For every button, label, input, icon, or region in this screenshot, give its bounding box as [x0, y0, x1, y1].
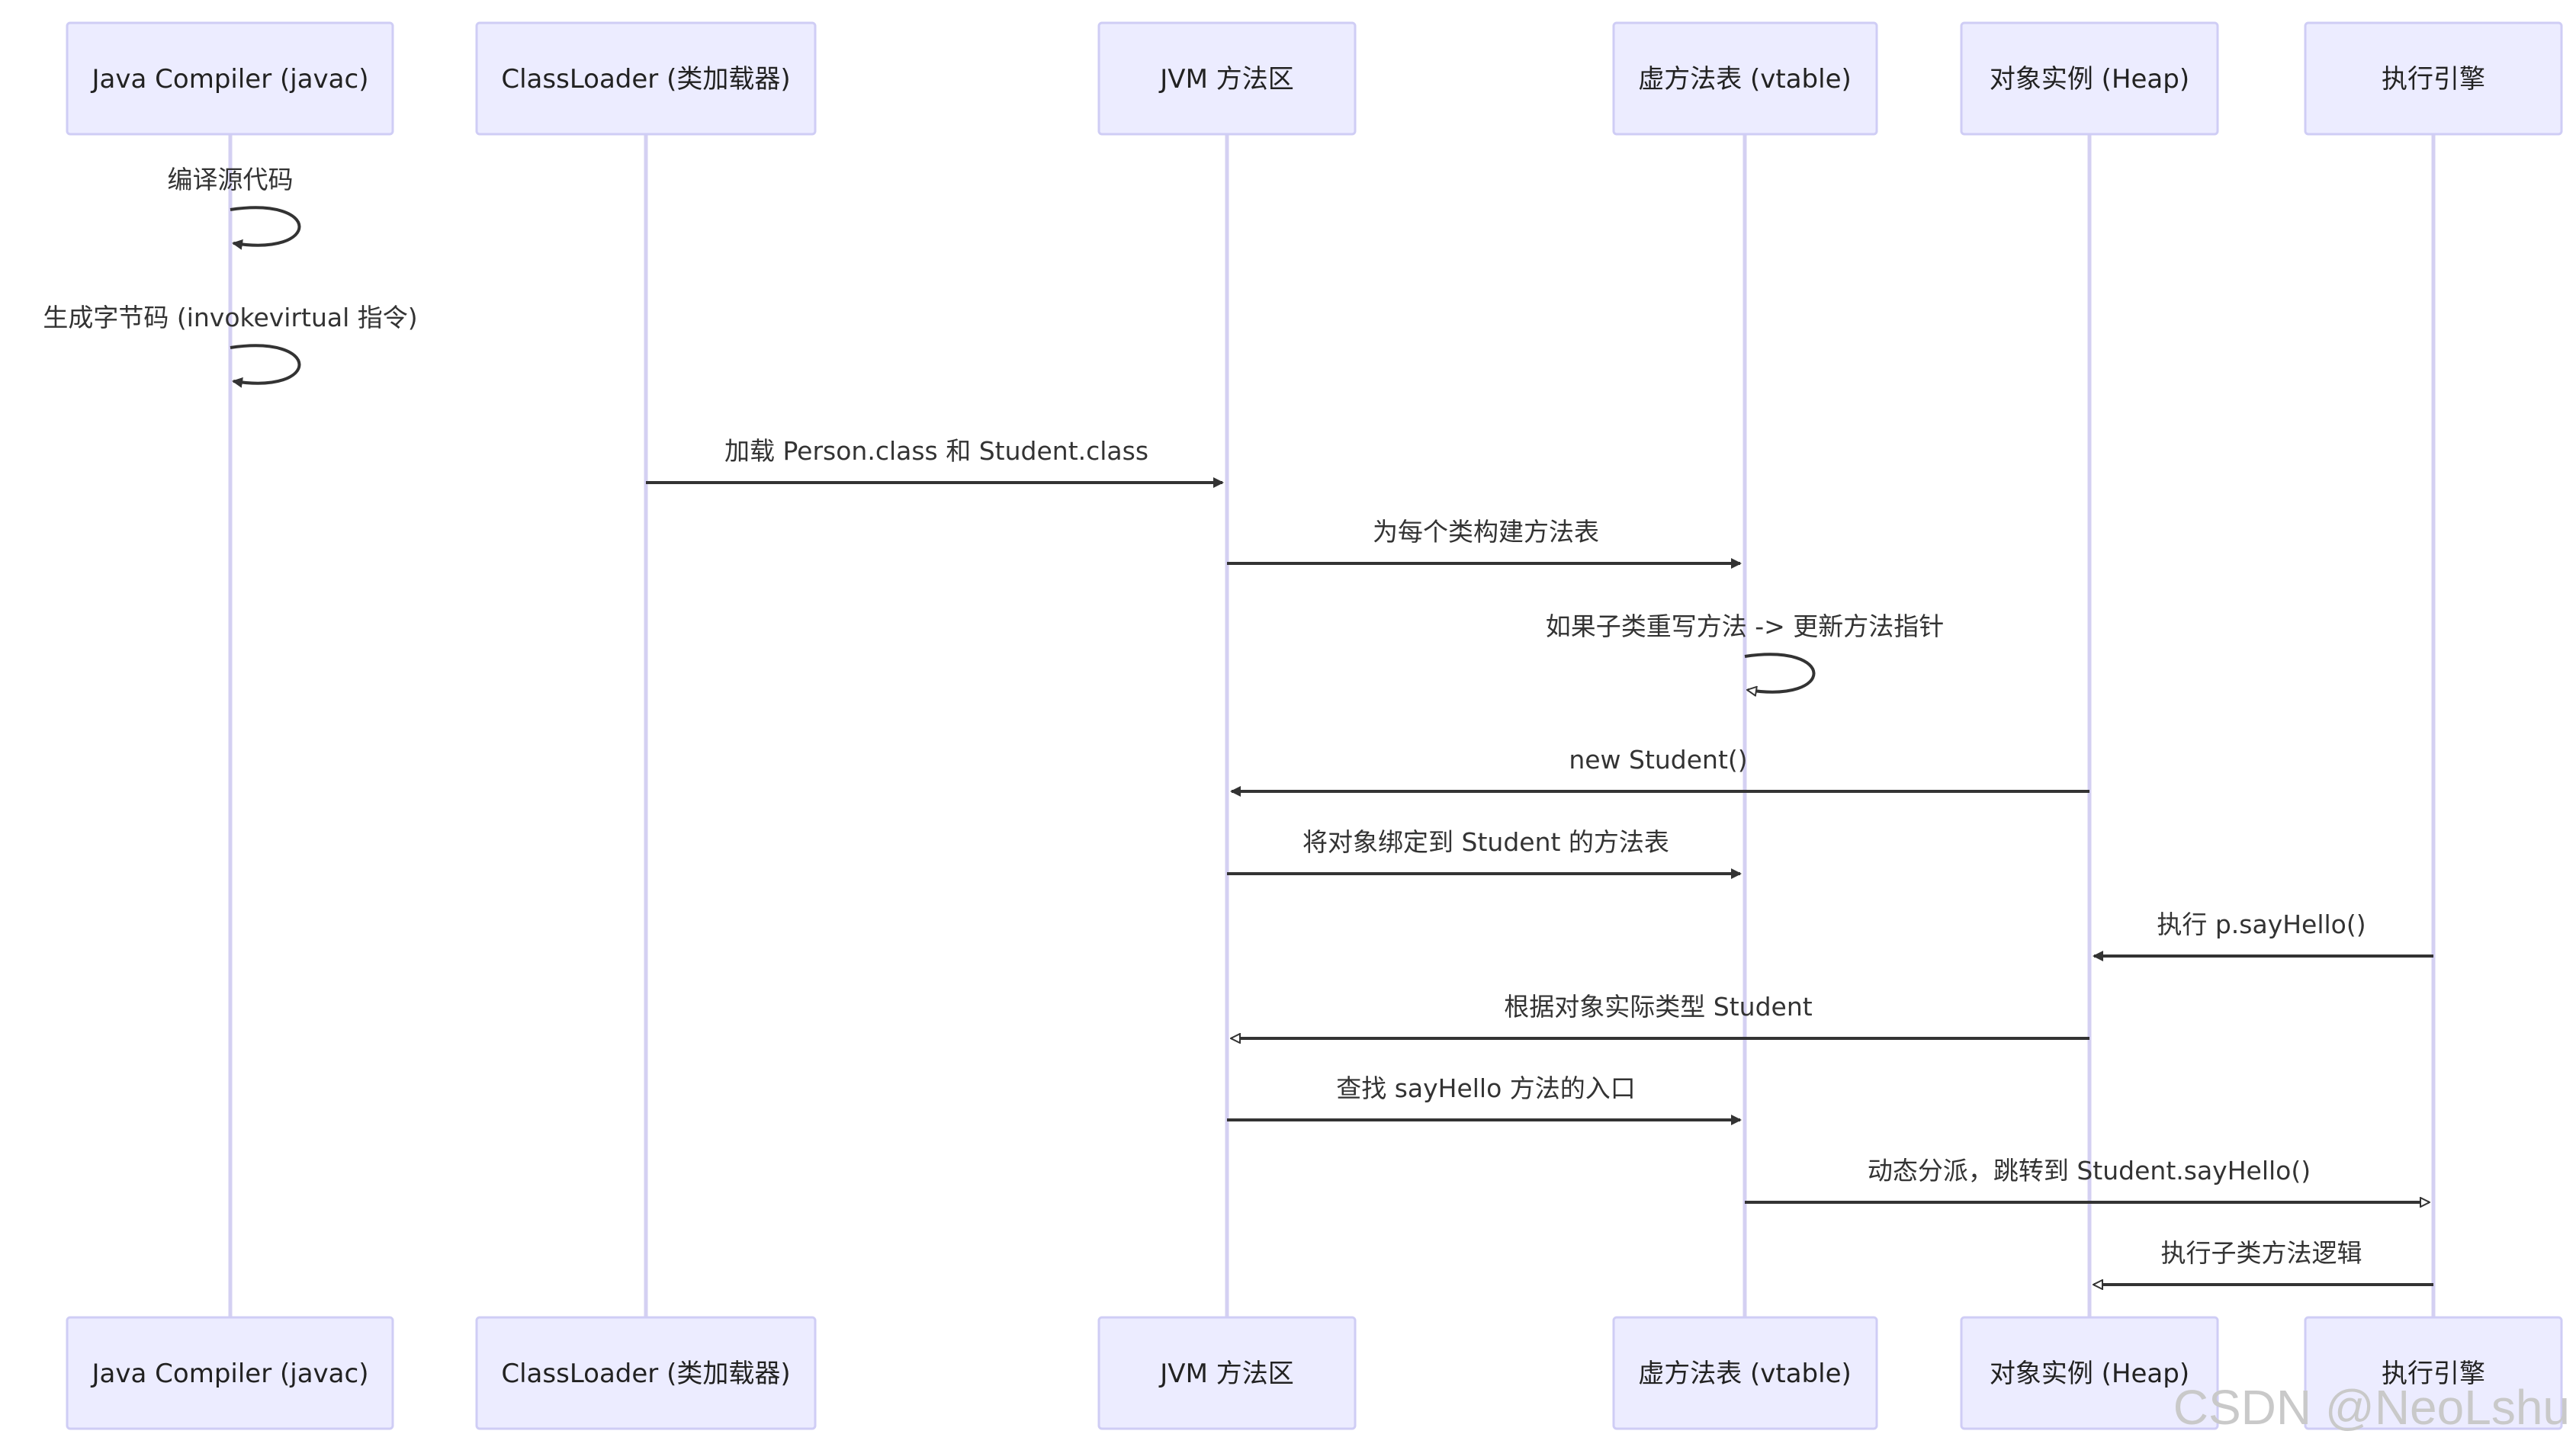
message-label: 如果子类重写方法 -> 更新方法指针: [1546, 611, 1945, 641]
participant-label: Java Compiler (javac): [91, 1359, 369, 1389]
message-9: 根据对象实际类型 Student: [1232, 992, 2089, 1038]
message-10: 查找 sayHello 方法的入口: [1227, 1073, 1742, 1125]
participant-rect: [1960, 1316, 2219, 1430]
participant-box-heap-top: 对象实例 (Heap): [1960, 21, 2219, 136]
participant-rect: [1097, 1316, 1357, 1430]
participant-label: 对象实例 (Heap): [1990, 64, 2189, 95]
participant-box-classloader-bottom: ClassLoader (类加载器): [475, 1316, 817, 1430]
message-2: 生成字节码 (invokevirtual 指令): [43, 303, 418, 388]
participant-rect: [1097, 21, 1357, 136]
participant-label: JVM 方法区: [1158, 1359, 1293, 1389]
message-3: 加载 Person.class 和 Student.class: [646, 436, 1224, 488]
participant-label: 执行引擎: [2382, 1359, 2485, 1389]
participant-rect: [1612, 21, 1878, 136]
message-11: 动态分派，跳转到 Student.sayHello(): [1745, 1156, 2429, 1202]
message-label: 生成字节码 (invokevirtual 指令): [43, 303, 417, 332]
message-label: 为每个类构建方法表: [1373, 517, 1599, 547]
participant-label: 虚方法表 (vtable): [1638, 64, 1852, 95]
message-label: 编译源代码: [168, 165, 294, 194]
message-8: 执行 p.sayHello(): [2093, 910, 2433, 961]
participants-top: Java Compiler (javac) ClassLoader (类加载器) J…: [66, 21, 2563, 136]
participant-box-javac-bottom: Java Compiler (javac): [66, 1316, 394, 1430]
participant-label: 对象实例 (Heap): [1990, 1359, 2189, 1389]
message-label: 执行子类方法逻辑: [2161, 1238, 2362, 1268]
participant-rect: [1960, 21, 2219, 136]
participant-label: Java Compiler (javac): [91, 64, 369, 95]
self-arrow: [230, 206, 301, 250]
participant-label: ClassLoader (类加载器): [501, 1359, 790, 1389]
lifelines: [228, 135, 2436, 1317]
message-label: 将对象绑定到 Student 的方法表: [1302, 827, 1669, 857]
participant-box-engine-top: 执行引擎: [2304, 21, 2563, 136]
participants-bottom: Java Compiler (javac) ClassLoader (类加载器) J…: [66, 1316, 2563, 1430]
message-4: 为每个类构建方法表: [1227, 517, 1742, 569]
participant-box-method_area-top: JVM 方法区: [1097, 21, 1357, 136]
message-label: 动态分派，跳转到 Student.sayHello(): [1868, 1156, 2311, 1186]
message-label: 执行 p.sayHello(): [2157, 910, 2366, 939]
message-label: 根据对象实际类型 Student: [1504, 992, 1812, 1022]
participant-label: 虚方法表 (vtable): [1638, 1359, 1852, 1389]
participant-rect: [475, 1316, 817, 1430]
message-label: 加载 Person.class 和 Student.class: [724, 436, 1148, 466]
participant-box-method_area-bottom: JVM 方法区: [1097, 1316, 1357, 1430]
message-12: 执行子类方法逻辑: [2094, 1238, 2433, 1285]
participant-rect: [2304, 1316, 2563, 1430]
watermark-text: CSDN @NeoLshu: [2173, 1380, 2570, 1435]
message-7: 将对象绑定到 Student 的方法表: [1227, 827, 1742, 879]
self-arrow: [230, 344, 301, 388]
participant-rect: [475, 21, 817, 136]
message-1: 编译源代码: [168, 165, 301, 250]
message-label: new Student(): [1569, 745, 1747, 775]
participant-box-vtable-top: 虚方法表 (vtable): [1612, 21, 1878, 136]
participant-rect: [1612, 1316, 1878, 1430]
participant-rect: [66, 21, 394, 136]
participant-box-javac-top: Java Compiler (javac): [66, 21, 394, 136]
participant-rect: [2304, 21, 2563, 136]
message-5: 如果子类重写方法 -> 更新方法指针: [1546, 611, 1945, 692]
participant-label: 执行引擎: [2382, 64, 2485, 95]
participant-box-heap-bottom: 对象实例 (Heap): [1960, 1316, 2219, 1430]
message-label: 查找 sayHello 方法的入口: [1336, 1073, 1636, 1103]
participant-box-engine-bottom: 执行引擎: [2304, 1316, 2563, 1430]
participant-box-vtable-bottom: 虚方法表 (vtable): [1612, 1316, 1878, 1430]
message-6: new Student(): [1230, 745, 2089, 797]
participant-rect: [66, 1316, 394, 1430]
participant-label: JVM 方法区: [1158, 64, 1293, 95]
self-arrow: [1744, 653, 1816, 691]
participant-label: ClassLoader (类加载器): [501, 64, 790, 95]
participant-box-classloader-top: ClassLoader (类加载器): [475, 21, 817, 136]
